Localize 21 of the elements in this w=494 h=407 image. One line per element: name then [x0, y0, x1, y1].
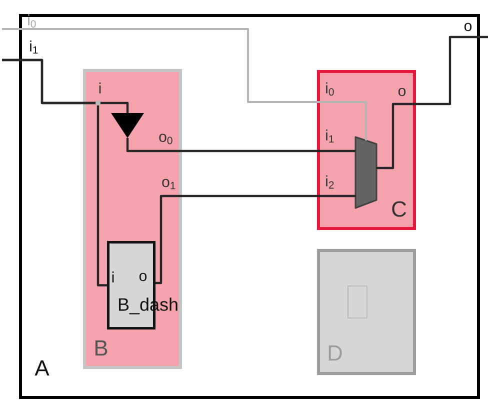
- port-label: i$_{1}$: [30, 40, 38, 54]
- small-box: [348, 286, 368, 318]
- port-label: i$_{0}$: [28, 14, 36, 28]
- wire: [376, 36, 488, 170]
- port-label: i: [99, 82, 101, 94]
- module-box: D: [317, 249, 416, 375]
- port-label: o: [139, 272, 147, 282]
- buffer-symbol: [111, 113, 144, 138]
- port-label: o: [464, 22, 472, 32]
- wire: [156, 194, 356, 284]
- port-label: i$_{2}$: [326, 175, 334, 189]
- wire: [2, 28, 367, 140]
- port-label: i$_{0}$: [326, 82, 334, 96]
- port-label: i$_{1}$: [326, 129, 334, 143]
- port-label: i: [112, 272, 114, 282]
- multiplexer-symbol: [354, 136, 378, 209]
- wire: [2, 58, 107, 286]
- port-label: o$_{0}$: [159, 134, 172, 144]
- port-label: o: [398, 88, 406, 96]
- wire: [126, 138, 356, 152]
- port-label: o$_{1}$: [162, 178, 176, 190]
